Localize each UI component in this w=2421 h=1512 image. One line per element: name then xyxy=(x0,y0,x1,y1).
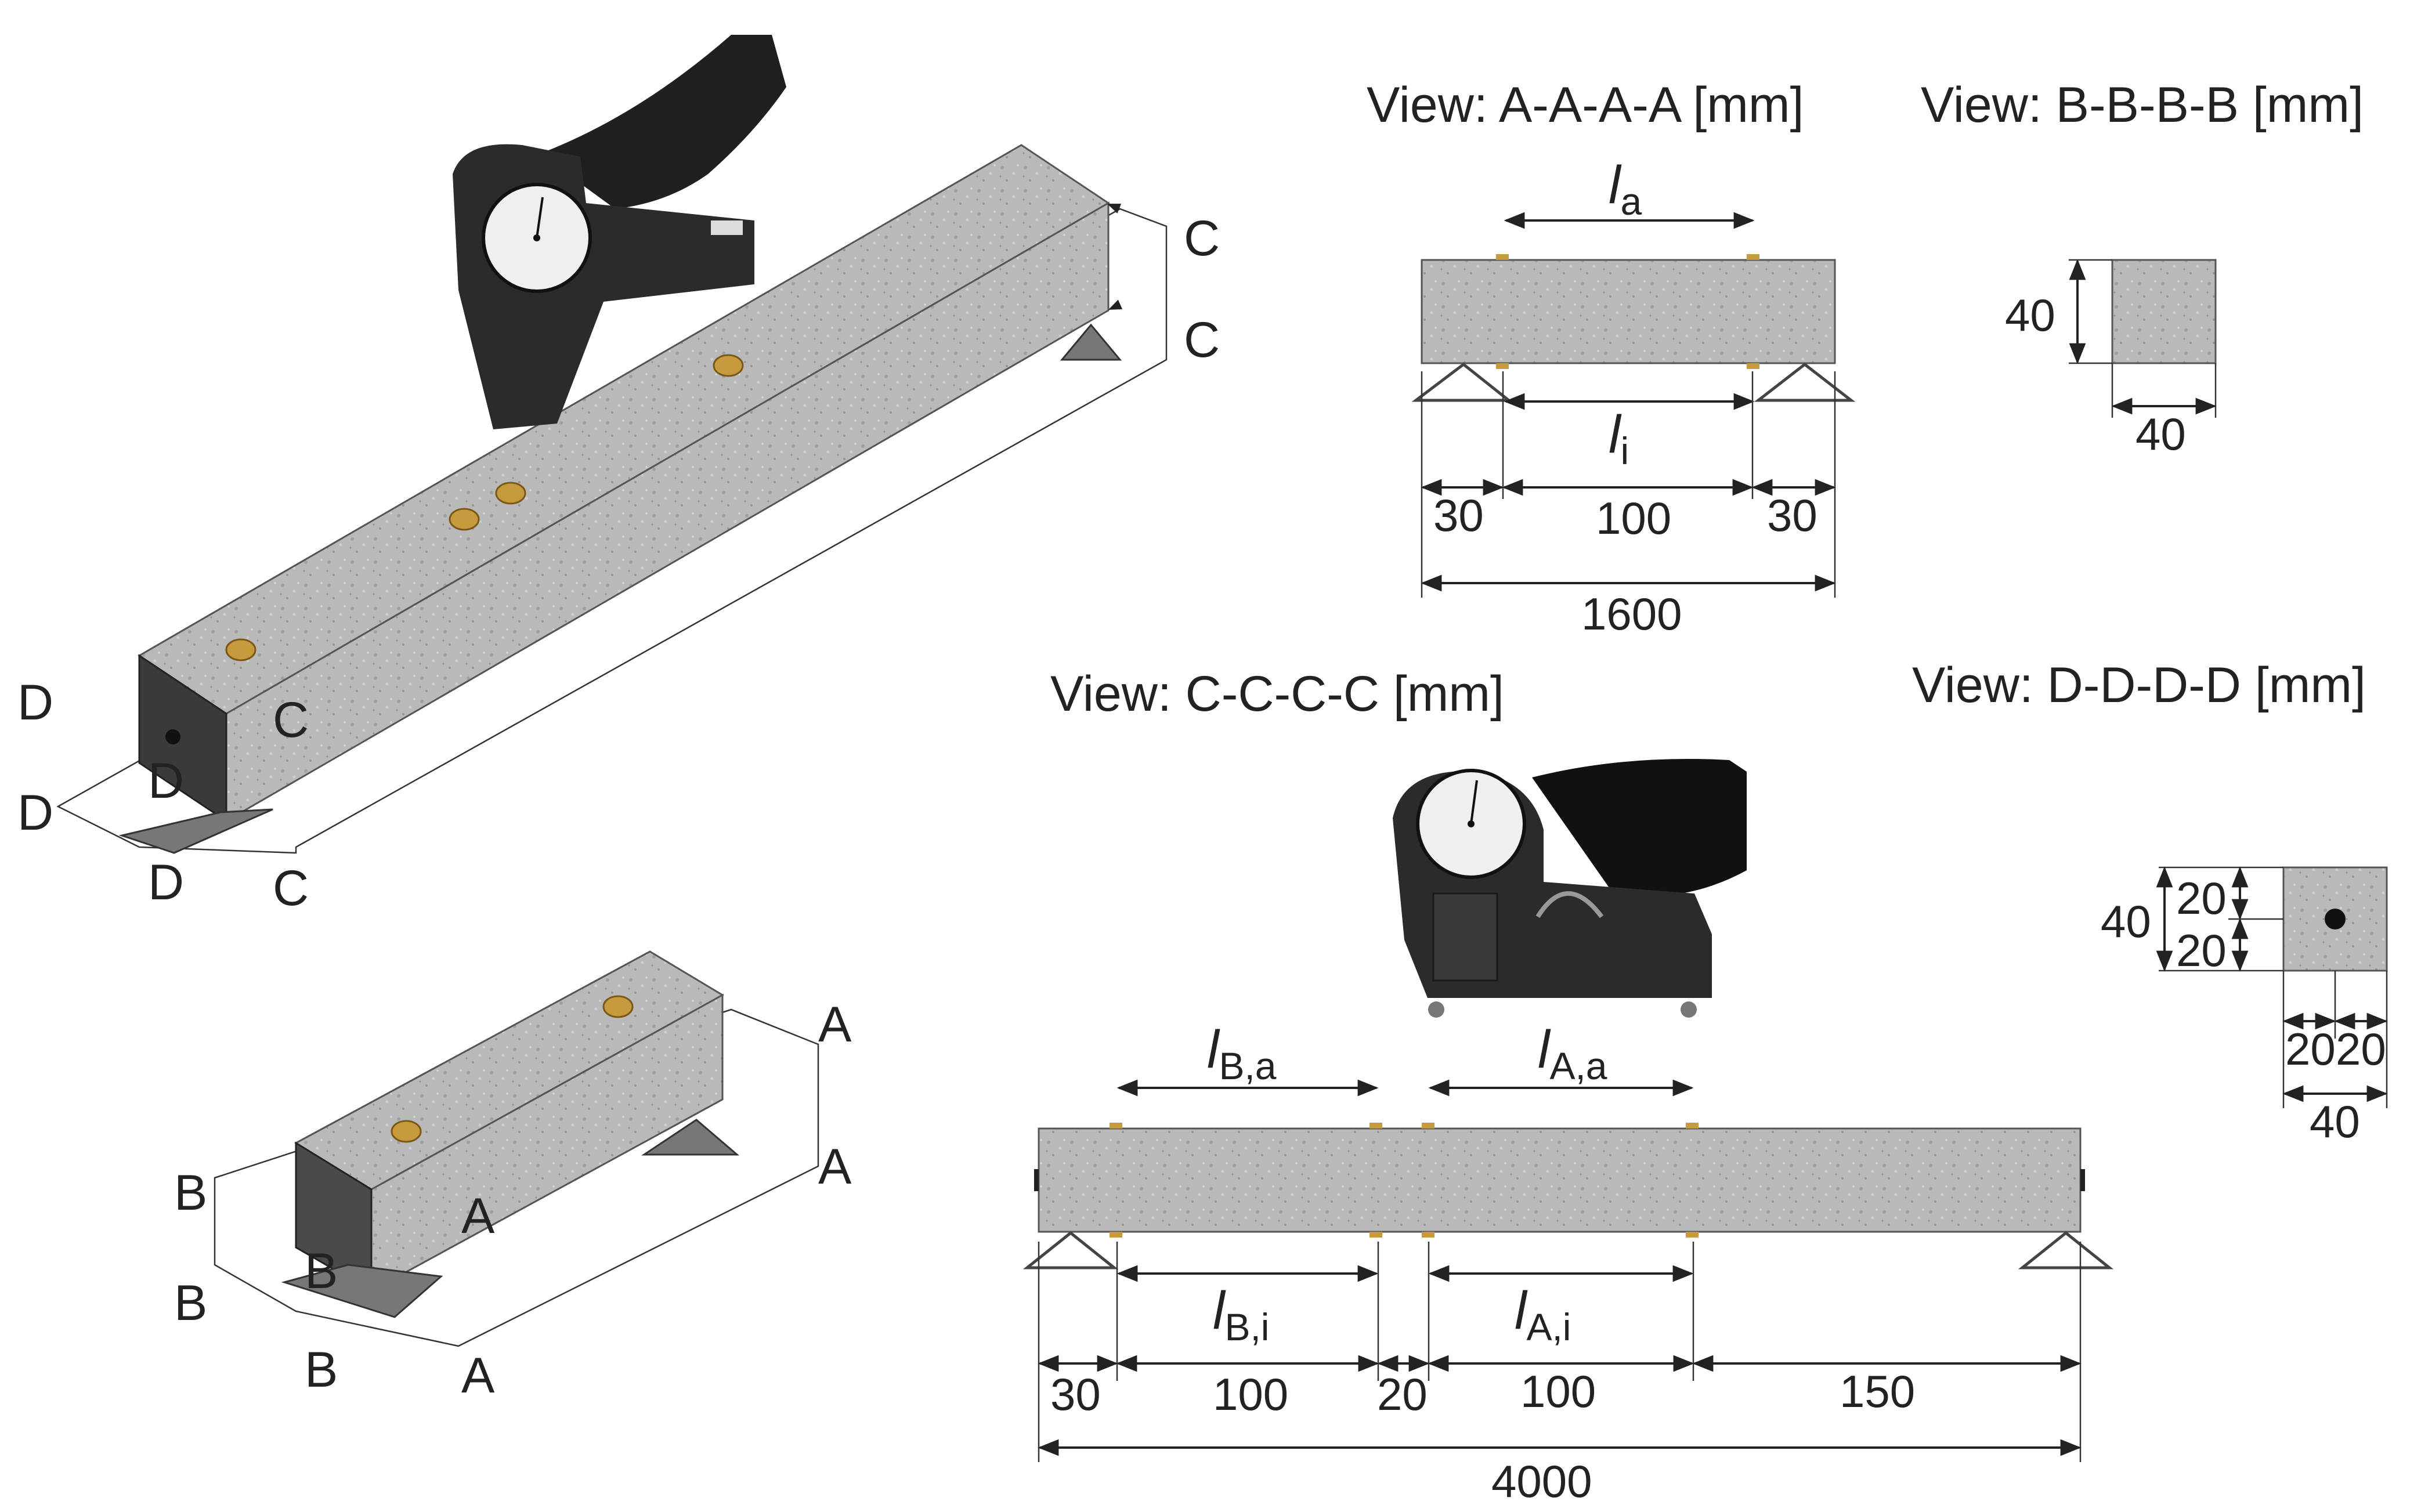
view-a-dim-mid: 100 xyxy=(1596,493,1671,544)
view-b-title: View: B-B-B-B [mm] xyxy=(1921,77,2364,133)
view-a: View: A-A-A-A [mm] la li 30 100 30 1600 xyxy=(1367,77,1856,639)
isometric-short-prism: A A A A B B B B xyxy=(174,950,852,1404)
view-b-height: 40 xyxy=(2005,290,2055,341)
stud-icon xyxy=(225,638,256,661)
label-c: C xyxy=(1184,312,1220,368)
stud-icon xyxy=(495,482,526,505)
label-b: B xyxy=(174,1165,207,1221)
short-prism-outline-box xyxy=(214,1008,819,1347)
view-c-dim-100-b: 100 xyxy=(1213,1369,1288,1420)
view-c-dim-100-a: 100 xyxy=(1520,1366,1596,1417)
isometric-long-prism: C C C C D D D D xyxy=(17,144,1220,916)
view-c-dim-150: 150 xyxy=(1840,1366,1915,1417)
label-a: A xyxy=(461,1188,495,1244)
gauge-anvil xyxy=(711,220,743,235)
stud-icon xyxy=(449,508,480,531)
long-support-far-icon xyxy=(1060,323,1122,361)
view-c-lba-label: lB,a xyxy=(1207,1020,1277,1087)
dial-gauge-illustration xyxy=(453,35,786,430)
view-c: View: C-C-C-C [mm] lB,a lA,a lB,i lA,i xyxy=(1022,666,2114,1507)
view-c-dim-30: 30 xyxy=(1050,1369,1101,1420)
stud-icon xyxy=(602,995,634,1018)
label-a: A xyxy=(461,1348,495,1404)
label-b: B xyxy=(305,1243,338,1299)
view-a-dim-right: 30 xyxy=(1767,490,1817,541)
view-c-prism xyxy=(1038,1127,2082,1233)
view-a-la-label: la xyxy=(1609,155,1642,223)
view-d: View: D-D-D-D [mm] 40 20 20 20 20 40 xyxy=(1912,657,2388,1147)
view-d-upper: 20 xyxy=(2176,873,2227,924)
view-c-lbi-label: lB,i xyxy=(1213,1281,1269,1348)
view-c-dim-20: 20 xyxy=(1377,1369,1428,1420)
view-b-section xyxy=(2111,259,2217,364)
view-c-lai-label: lA,i xyxy=(1515,1281,1571,1348)
long-prism-studs xyxy=(225,354,744,661)
view-d-lower: 20 xyxy=(2176,925,2227,976)
long-prism-front-face xyxy=(225,201,1110,823)
view-c-title: View: C-C-C-C [mm] xyxy=(1050,666,1504,722)
long-support-near-icon xyxy=(118,808,273,854)
view-b: View: B-B-B-B [mm] 40 40 xyxy=(1921,77,2364,460)
view-d-width-right: 20 xyxy=(2336,1023,2386,1075)
view-a-dim-left: 30 xyxy=(1433,490,1484,541)
view-d-width: 40 xyxy=(2310,1096,2360,1147)
label-b: B xyxy=(174,1275,207,1331)
view-d-width-left: 20 xyxy=(2285,1023,2336,1075)
label-a: A xyxy=(818,1139,852,1195)
stud-icon xyxy=(391,1120,422,1143)
view-a-title: View: A-A-A-A [mm] xyxy=(1367,77,1804,133)
label-d: D xyxy=(17,785,53,841)
label-d: D xyxy=(17,675,53,730)
view-a-li-label: li xyxy=(1609,405,1629,472)
view-d-height: 40 xyxy=(2101,896,2151,947)
label-a: A xyxy=(818,997,852,1052)
short-support-far-icon xyxy=(641,1119,740,1156)
view-c-laa-label: lA,a xyxy=(1538,1020,1607,1087)
label-d: D xyxy=(148,753,184,809)
long-prism-end-hole xyxy=(165,729,180,744)
label-c: C xyxy=(1184,211,1220,266)
view-a-dim-total: 1600 xyxy=(1581,588,1682,639)
gauge-needle xyxy=(536,197,544,238)
view-c-gauge-handle xyxy=(1532,759,1747,896)
label-c: C xyxy=(273,692,309,748)
view-d-center-bar-icon xyxy=(2325,909,2346,929)
label-c: C xyxy=(273,860,309,916)
view-b-width: 40 xyxy=(2135,408,2186,460)
label-b: B xyxy=(305,1342,338,1398)
view-a-support-left-icon xyxy=(1411,362,1513,402)
label-d: D xyxy=(148,855,184,910)
view-c-support-right-icon xyxy=(2018,1231,2114,1269)
view-d-title: View: D-D-D-D [mm] xyxy=(1912,657,2366,713)
stud-icon xyxy=(713,354,744,377)
view-c-support-left-icon xyxy=(1022,1231,1119,1269)
view-a-prism xyxy=(1421,259,1836,364)
view-c-dim-total: 4000 xyxy=(1491,1456,1592,1507)
short-support-near-icon xyxy=(281,1264,443,1318)
view-a-support-right-icon xyxy=(1754,362,1856,402)
gauge-handle xyxy=(540,35,786,209)
